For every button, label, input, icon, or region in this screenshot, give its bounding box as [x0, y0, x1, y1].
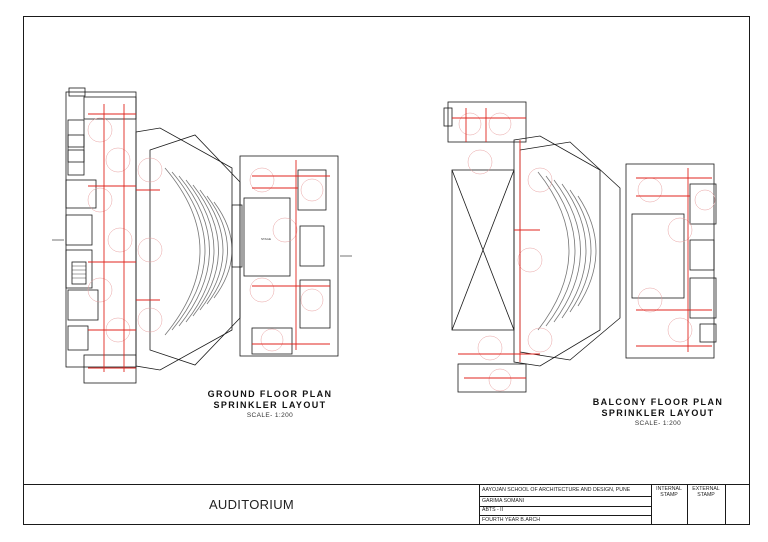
internal-stamp-label: INTERNAL STAMP — [656, 486, 682, 498]
ground-floor-title: GROUND FLOOR PLAN — [207, 389, 333, 399]
row-rule-2 — [479, 506, 651, 507]
ground-floor-caption: GROUND FLOOR PLAN SPRINKLER LAYOUT SCALE… — [200, 389, 340, 420]
subject-name: ABTS - II — [482, 507, 504, 513]
ground-floor-subtitle: SPRINKLER LAYOUT — [213, 400, 327, 410]
row-rule-3 — [479, 515, 651, 516]
stamp-divider-1 — [651, 484, 652, 525]
project-title: AUDITORIUM — [208, 497, 295, 512]
school-name: AAYOJAN SCHOOL OF ARCHITECTURE AND DESIG… — [482, 487, 631, 493]
balcony-floor-scale: SCALE- 1:200 — [634, 420, 682, 427]
balcony-floor-title: BALCONY FLOOR PLAN — [592, 397, 724, 407]
stage-label: STAGE — [261, 237, 271, 241]
external-stamp-label: EXTERNAL STAMP — [692, 486, 720, 498]
title-block: AUDITORIUM AAYOJAN SCHOOL OF ARCHITECTUR… — [23, 484, 750, 525]
title-block-divider — [479, 484, 480, 525]
title-block-top-rule — [23, 484, 750, 485]
ground-floor-scale: SCALE- 1:200 — [246, 412, 294, 419]
balcony-floor-subtitle: SPRINKLER LAYOUT — [601, 408, 715, 418]
row-rule-1 — [479, 496, 651, 497]
stamp-divider-3 — [725, 484, 726, 525]
student-name: GARIMA SOMANI — [482, 498, 525, 504]
balcony-floor-caption: BALCONY FLOOR PLAN SPRINKLER LAYOUT SCAL… — [578, 397, 738, 428]
stamp-divider-2 — [687, 484, 688, 525]
academic-year: FOURTH YEAR B.ARCH — [482, 517, 541, 523]
drawing-sheet-border — [23, 16, 750, 525]
